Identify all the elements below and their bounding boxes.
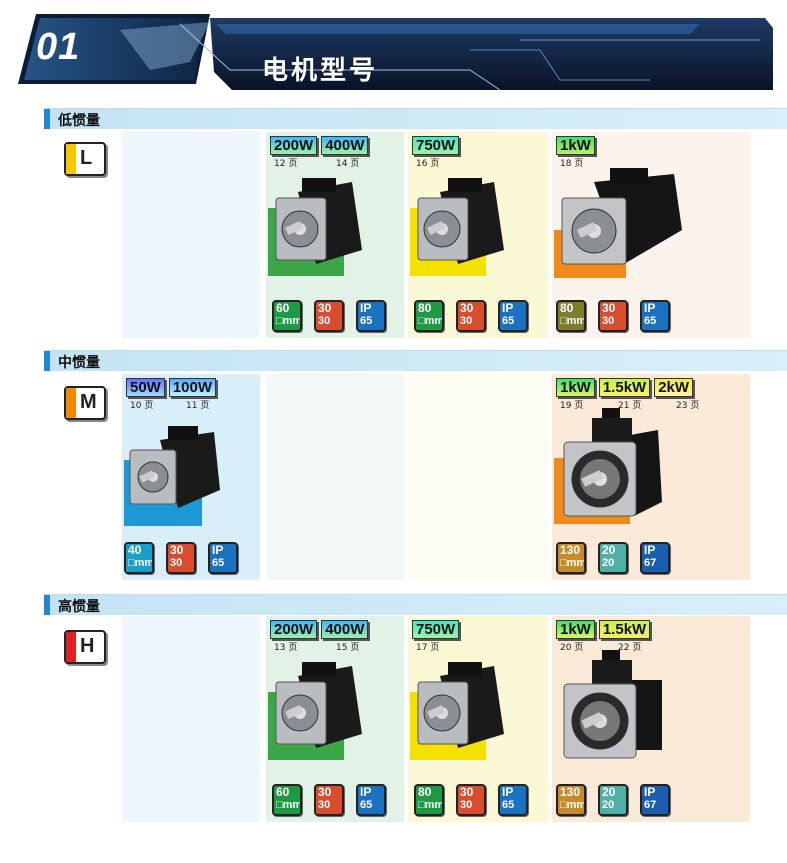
flange-size-icon: 130□mm — [556, 784, 586, 816]
section-label: 高惯量 — [58, 599, 100, 615]
page-ref: 18 页 — [560, 159, 584, 169]
page-ref: 22 页 — [618, 643, 642, 653]
watt-label: 200W — [270, 136, 318, 155]
servo-motor-image — [554, 408, 662, 524]
watt-label: 1.5kW — [598, 620, 651, 639]
section-label: 低惯量 — [58, 113, 100, 129]
page-ref: 13 页 — [274, 643, 298, 653]
servo-motor-image — [124, 426, 220, 526]
watt-label: 1kW — [556, 378, 595, 397]
watt-label: 750W — [412, 620, 460, 639]
section-header-low: 低惯量 — [44, 108, 787, 129]
page-ref: 19 页 — [560, 401, 584, 411]
panel-high-blank — [122, 616, 260, 822]
flange-size-icon: 130□mm — [556, 542, 586, 574]
badge-mid-inertia: M — [54, 382, 110, 426]
badge-high-inertia: H — [54, 626, 110, 670]
banner-graphic — [18, 14, 773, 91]
watt-label: 1.5kW — [598, 378, 651, 397]
page-ref: 11 页 — [186, 401, 210, 411]
watt-label: 1kW — [556, 136, 595, 155]
panel-mid-blank-2 — [408, 374, 548, 580]
section-label: 中惯量 — [58, 355, 100, 371]
watt-label: 50W — [126, 378, 165, 397]
servo-motor-image — [563, 650, 662, 759]
flange-size-icon: 40□mm — [124, 542, 154, 574]
page-ref: 15 页 — [336, 643, 360, 653]
servo-motor-image — [410, 178, 504, 276]
flange-size-icon: 60□mm — [272, 300, 302, 332]
section-header-high: 高惯量 — [44, 594, 787, 615]
page-ref: 10 页 — [130, 401, 154, 411]
servo-motor-image — [268, 662, 362, 760]
servo-motor-image — [410, 662, 504, 760]
watt-label: 400W — [321, 620, 369, 639]
page-ref: 16 页 — [416, 159, 440, 169]
page-ref: 17 页 — [416, 643, 440, 653]
badge-stripe — [66, 388, 76, 418]
section-banner: 01 电机型号 — [0, 0, 787, 96]
watt-label: 200W — [270, 620, 318, 639]
page-ref: 12 页 — [274, 159, 298, 169]
watt-label: 2kW — [654, 378, 694, 397]
flange-size-icon: 80□mm — [414, 300, 444, 332]
flange-size-icon: 80□mm — [414, 784, 444, 816]
badge-stripe — [66, 144, 76, 174]
page-ref: 14 页 — [336, 159, 360, 169]
badge-stripe — [66, 632, 76, 662]
page-ref: 21 页 — [618, 401, 642, 411]
servo-motor-image — [554, 168, 682, 278]
watt-label: 1kW — [556, 620, 595, 639]
watt-label: 400W — [321, 136, 369, 155]
section-header-mid: 中惯量 — [44, 350, 787, 371]
banner-number: 01 — [36, 26, 81, 68]
watt-label: 750W — [412, 136, 460, 155]
page-ref: 20 页 — [560, 643, 584, 653]
badge-low-inertia: L — [54, 138, 110, 182]
panel-low-blank — [122, 132, 260, 338]
page-ref: 23 页 — [676, 401, 700, 411]
banner-title: 电机型号 — [262, 56, 379, 86]
panel-mid-blank-1 — [266, 374, 404, 580]
flange-size-icon: 80□mm — [556, 300, 586, 332]
flange-size-icon: 60□mm — [272, 784, 302, 816]
watt-label: 100W — [168, 378, 217, 397]
servo-motor-image — [268, 178, 362, 276]
